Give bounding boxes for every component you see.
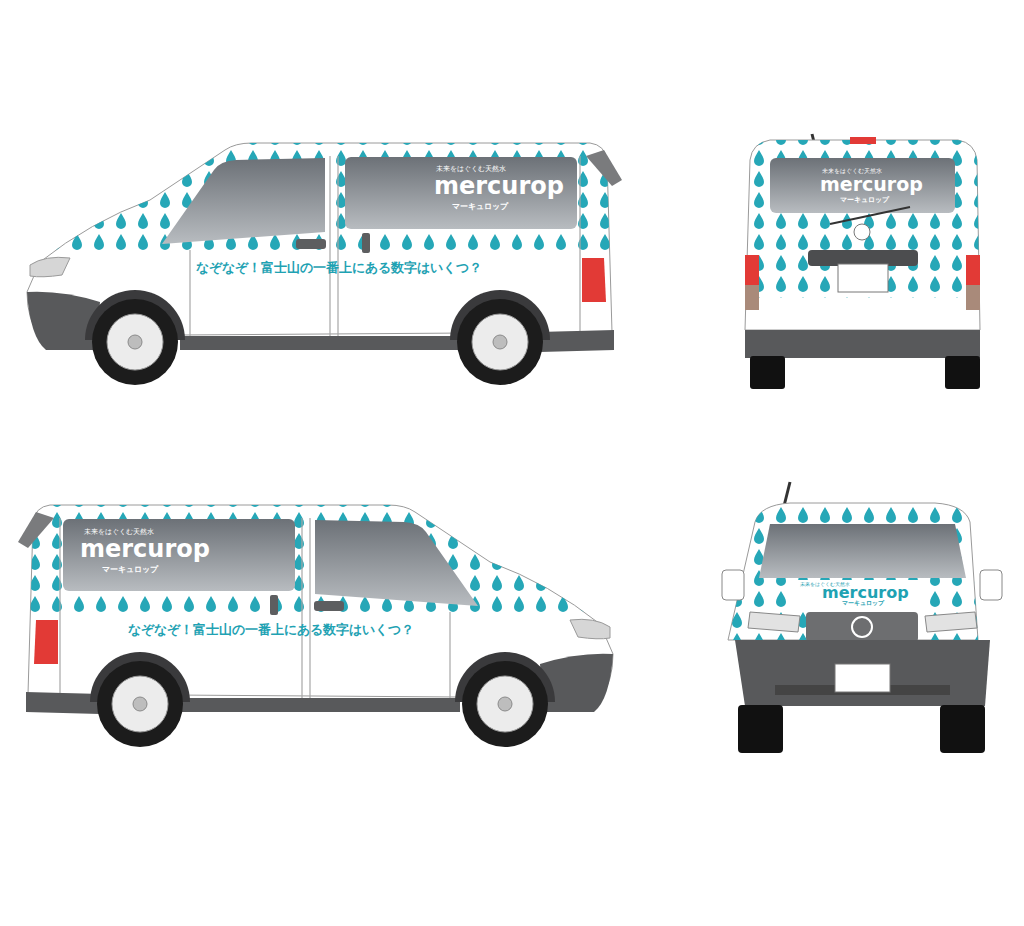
- riddle-text: なぞなぞ！富士山の一番上にある数字はいくつ？: [128, 623, 414, 637]
- brand-kana: マーキュロップ: [452, 203, 508, 212]
- brand-kana: マーキュロップ: [842, 600, 884, 607]
- brand-kana: マーキュロップ: [840, 197, 889, 205]
- brand-logo: mercurop: [434, 173, 564, 199]
- riddle-text: なぞなぞ！富士山の一番上にある数字はいくつ？: [196, 261, 482, 275]
- brand-kana: マーキュロップ: [102, 566, 158, 575]
- brand-logo: mercurop: [822, 584, 909, 602]
- brand-logo: mercurop: [820, 174, 923, 195]
- brand-logo: mercurop: [80, 536, 210, 562]
